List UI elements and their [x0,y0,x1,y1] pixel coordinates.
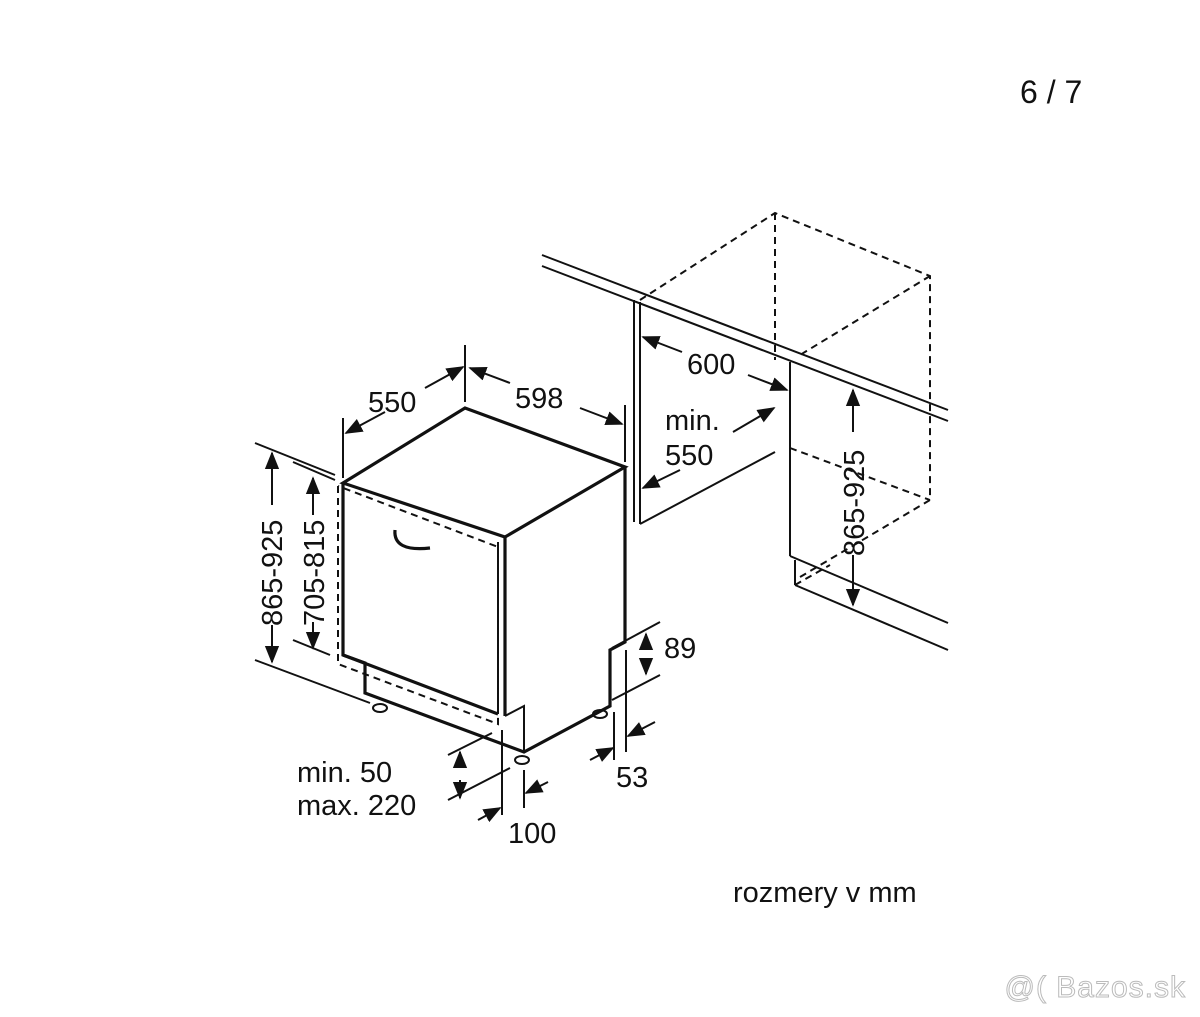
kitchen-niche [541,211,949,651]
niche-height-label: 865-925 [839,450,871,556]
depth-label: 550 [368,387,416,419]
dishwasher-body [337,406,629,765]
units-caption: rozmery v mm [733,877,917,909]
foot-icon [372,703,388,713]
plinth-min-label: min. 50 [297,757,392,789]
plinth-height-label: 89 [664,633,696,665]
feet-offset-label: 100 [508,818,556,850]
width-label: 598 [515,383,563,415]
niche-depth-value-label: 550 [665,440,713,472]
height-total-label: 865-925 [257,520,289,626]
image-counter: 6 / 7 [1020,74,1083,110]
door-handle [393,529,431,551]
niche-depth-min-label: min. [665,405,720,437]
door-height-label: 705-815 [299,520,331,626]
foot-icon [592,709,608,719]
niche-width-label: 600 [687,349,735,381]
plinth-max-label: max. 220 [297,790,416,822]
foot-icon [514,755,530,765]
bazos-watermark: @( Bazos.sk [1004,971,1186,1005]
plinth-offset-label: 53 [616,762,648,794]
dimension-lines [254,336,861,823]
